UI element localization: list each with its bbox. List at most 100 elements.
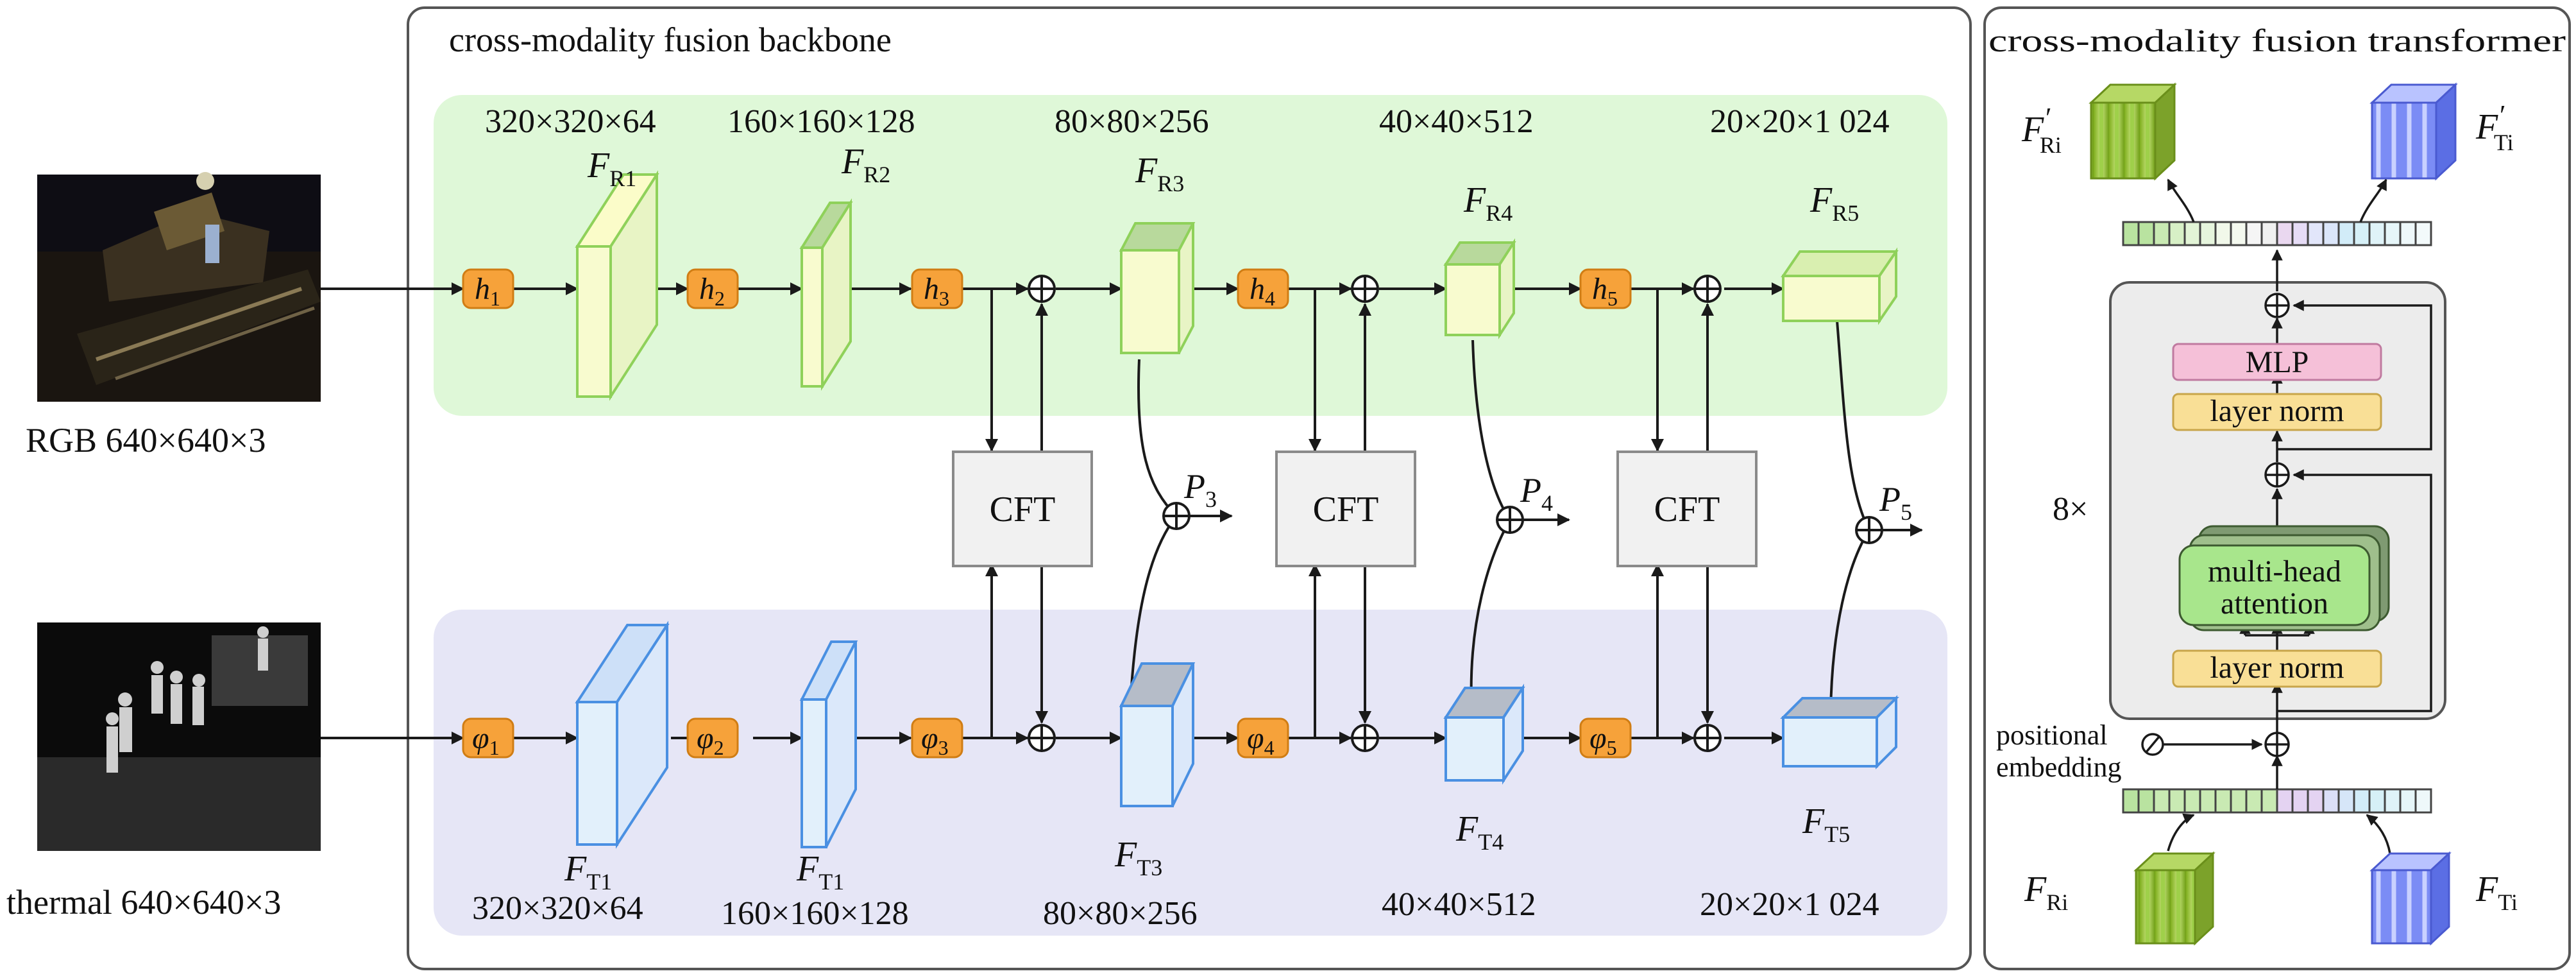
label-fr1: FR1 (587, 146, 636, 191)
rgb-dimension-labels: 320×320×64 160×160×128 80×80×256 40×40×5… (485, 103, 1890, 140)
feature-map-t4 (1443, 683, 1525, 785)
layer-norm-bottom: layer norm (2172, 649, 2382, 688)
thermal-operation-badges: φ1 φ2 φ3 φ4 φ5 (462, 717, 1632, 759)
cube-in-thermal (2369, 851, 2452, 946)
feature-map-r3 (1119, 222, 1196, 354)
op-h3: h3 (911, 268, 963, 310)
repeat-count: 8× (2053, 491, 2088, 528)
layer-norm-bottom-label: layer norm (2210, 651, 2344, 685)
label-fr4: FR4 (1463, 180, 1513, 226)
svg-text:h1: h1 (475, 272, 500, 310)
cube-in-rgb (2133, 851, 2216, 946)
add-node (1855, 516, 1883, 544)
add-node (1693, 275, 1722, 303)
thermal-input-image (37, 622, 321, 851)
cft-label-2: CFT (1313, 490, 1379, 529)
label-out-fti: F′Ti (2475, 99, 2514, 155)
thermal-dim-4: 40×40×512 (1382, 886, 1536, 923)
svg-text:h2: h2 (699, 272, 725, 310)
rgb-input-label: RGB 640×640×3 (26, 421, 266, 459)
fusion-add-nodes (1028, 275, 1722, 752)
add-node (1351, 275, 1379, 303)
thermal-dim-1: 320×320×64 (472, 890, 643, 927)
add-node (1162, 502, 1191, 530)
bottom-token-strip (2122, 788, 2432, 814)
label-ft1: FT1 (564, 849, 612, 895)
feature-map-t3 (1119, 662, 1196, 807)
feature-map-r2 (799, 198, 853, 391)
feature-map-t1 (575, 621, 670, 849)
layer-norm-top: layer norm (2172, 393, 2382, 431)
label-ft5: FT5 (1802, 802, 1850, 847)
rgb-dim-3: 80×80×256 (1055, 103, 1209, 140)
op-phi4: φ4 (1237, 717, 1289, 759)
svg-text:φ4: φ4 (1247, 721, 1275, 759)
rgb-operation-badges: h1 h2 h3 h4 h5 (462, 268, 1632, 310)
add-node (1693, 724, 1722, 752)
add-node (1496, 506, 1524, 534)
svg-text:φ5: φ5 (1589, 721, 1617, 759)
cft-label-3: CFT (1654, 490, 1720, 529)
op-h2: h2 (686, 268, 739, 310)
transformer-title: cross-modality fusion transformer (1988, 22, 2566, 58)
thermal-dim-5: 20×20×1 024 (1700, 886, 1879, 923)
svg-text:h5: h5 (1592, 272, 1618, 310)
op-h1: h1 (462, 268, 514, 310)
label-fr5: FR5 (1809, 180, 1859, 226)
thermal-dimension-labels: 320×320×64 160×160×128 80×80×256 40×40×5… (472, 886, 1879, 932)
cube-out-thermal (2369, 82, 2458, 181)
multi-head-attention-block: multi-head attention (2178, 525, 2390, 631)
label-out-fri: F′Ri (2021, 102, 2062, 158)
label-fr3: FR3 (1135, 151, 1184, 196)
output-labels: P3 P4 P5 (1183, 467, 1912, 525)
positional-embedding-icon (2141, 733, 2164, 756)
attention-label-2: attention (2221, 587, 2328, 621)
rgb-feature-maps (575, 170, 1899, 401)
svg-text:h4: h4 (1250, 272, 1275, 310)
output-p3: P3 (1183, 467, 1217, 512)
top-token-strip (2122, 221, 2432, 246)
add-node (2264, 732, 2290, 757)
add-node (1351, 724, 1379, 752)
positional-embedding-label-1: positional (1996, 719, 2108, 751)
rgb-dim-4: 40×40×512 (1379, 103, 1534, 140)
label-in-fri: FRi (2024, 870, 2068, 915)
thermal-dim-2: 160×160×128 (721, 895, 909, 932)
op-h5: h5 (1579, 268, 1632, 310)
mlp-label: MLP (2246, 345, 2309, 379)
thermal-feature-maps (575, 621, 1899, 849)
op-phi5: φ5 (1579, 717, 1632, 759)
svg-text:h3: h3 (924, 272, 949, 310)
cft-connections (985, 289, 1714, 738)
svg-text:φ1: φ1 (472, 721, 500, 759)
label-ft2: FT1 (796, 849, 844, 895)
label-in-fti: FTi (2475, 870, 2518, 915)
add-node (2264, 293, 2290, 318)
backbone-title: cross-modality fusion backbone (449, 21, 892, 59)
transformer-add-nodes (2264, 293, 2290, 757)
cft-block-2: CFT (1275, 450, 1416, 567)
cft-block-1: CFT (952, 450, 1093, 567)
mlp-block: MLP (2172, 343, 2382, 381)
rgb-dim-2: 160×160×128 (727, 103, 915, 140)
rgb-dim-5: 20×20×1 024 (1710, 103, 1890, 140)
thermal-input-label: thermal 640×640×3 (6, 883, 281, 922)
feature-map-r5 (1781, 247, 1899, 325)
rgb-feature-labels: FR1 FR2 FR3 FR4 FR5 (587, 142, 1859, 226)
op-phi3: φ3 (911, 717, 963, 759)
transformer-feature-labels: F′Ri F′Ti FRi FTi (2021, 99, 2518, 915)
label-ft3: FT3 (1114, 835, 1162, 880)
cft-block-3: CFT (1616, 450, 1758, 567)
cube-out-rgb (2089, 82, 2177, 181)
label-ft4: FT4 (1455, 809, 1504, 855)
output-p4: P4 (1520, 471, 1553, 516)
output-add-nodes (1162, 502, 1883, 544)
cft-label-1: CFT (990, 490, 1056, 529)
feature-map-t2 (799, 640, 858, 848)
svg-text:φ2: φ2 (697, 721, 724, 759)
add-node (1028, 724, 1056, 752)
output-p5: P5 (1879, 480, 1912, 525)
thermal-feature-labels: FT1 FT1 FT3 FT4 FT5 (564, 802, 1850, 895)
layer-norm-top-label: layer norm (2210, 394, 2344, 428)
rgb-input-image (37, 172, 321, 402)
